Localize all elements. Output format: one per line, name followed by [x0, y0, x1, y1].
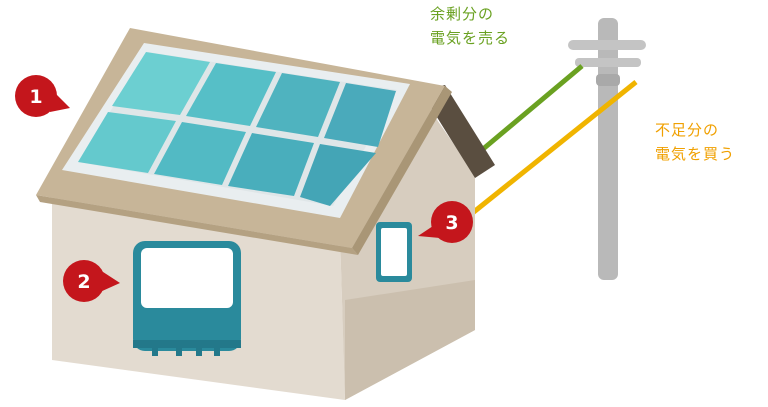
badge-2-number: 2 [77, 271, 90, 293]
sell-label-line2: 電気を売る [430, 29, 511, 47]
sell-power-line [468, 64, 584, 162]
utility-pole [568, 18, 646, 280]
buy-label-line2: 電気を買う [655, 145, 736, 163]
badge-3-number: 3 [445, 212, 458, 234]
badge-3: 3 [418, 201, 473, 243]
badge-2: 2 [63, 260, 120, 302]
badge-1-number: 1 [29, 86, 42, 108]
meter-device [376, 222, 412, 282]
solar-panel [62, 43, 410, 218]
buy-shortage-label: 不足分の 電気を買う [655, 118, 735, 166]
sell-label-line1: 余剰分の [430, 5, 495, 23]
buy-label-line1: 不足分の [655, 121, 720, 139]
badge-1: 1 [15, 75, 70, 117]
buy-power-line [468, 80, 638, 217]
inverter-device [133, 241, 241, 356]
sell-surplus-label: 余剰分の 電気を売る [430, 2, 510, 50]
